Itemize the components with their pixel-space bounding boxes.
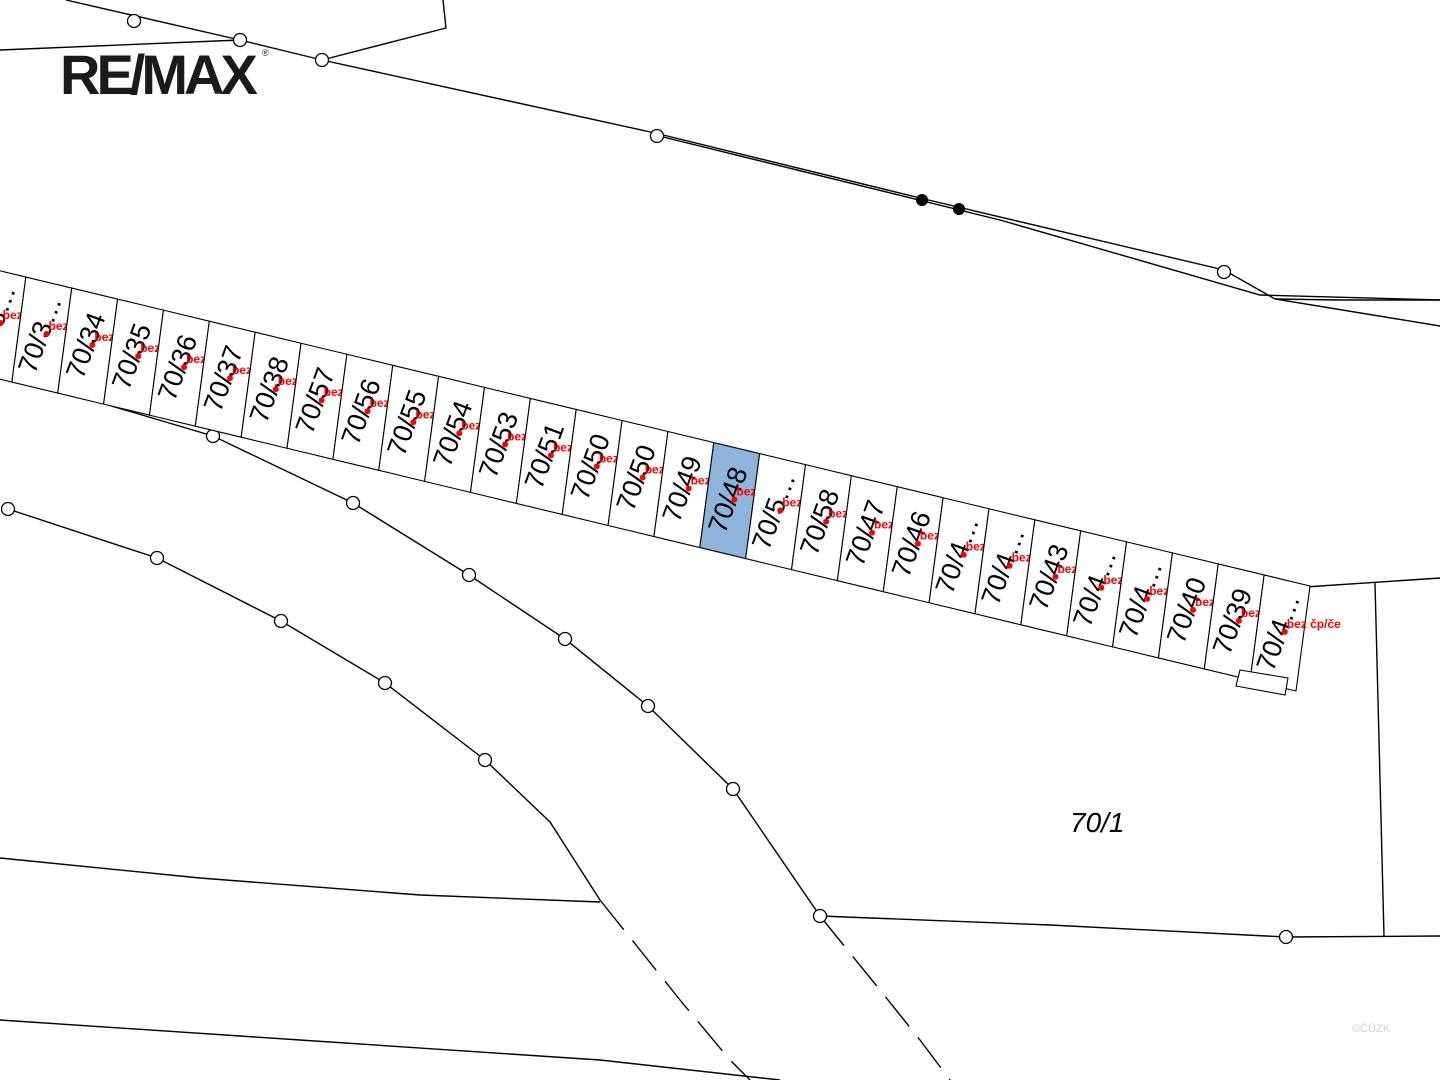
building-marker (1006, 562, 1013, 569)
building-marker (547, 452, 554, 459)
building-marker (0, 319, 4, 326)
building-marker (914, 540, 921, 547)
remax-logo: RE/MAX ® (60, 43, 269, 106)
building-marker (1235, 617, 1242, 624)
building-marker (318, 397, 325, 404)
building-marker (226, 375, 233, 382)
building-note: bez čp/če (1287, 617, 1341, 631)
building-marker (135, 353, 142, 360)
building-marker (89, 342, 96, 349)
building-marker (777, 507, 784, 514)
building-marker (1281, 628, 1288, 635)
building-marker (685, 485, 692, 492)
annex-plot[interactable] (1235, 669, 1289, 696)
building-marker (823, 518, 830, 525)
building-marker (272, 386, 279, 393)
building-marker (181, 364, 188, 371)
logo-registered: ® (262, 48, 269, 58)
building-marker (1052, 573, 1059, 580)
logo-text: RE/MAX (60, 43, 257, 106)
building-marker (456, 430, 463, 437)
building-marker (43, 331, 50, 337)
building-marker (502, 441, 509, 448)
building-marker (593, 463, 600, 470)
building-marker (1098, 584, 1105, 591)
building-marker (410, 419, 417, 426)
building-marker (1190, 606, 1197, 613)
parcel-plot[interactable] (1249, 574, 1311, 692)
survey-points (0, 13, 1294, 945)
building-marker (639, 474, 646, 481)
upper-boundaries (0, 0, 1440, 327)
building-marker (1144, 595, 1151, 602)
building-marker (869, 529, 876, 536)
building-marker (364, 408, 371, 415)
building-marker (731, 496, 738, 503)
building-marker (960, 551, 967, 558)
main-parcel-label[interactable]: 70/1 (1070, 807, 1125, 838)
watermark: ©ČÚZK (1352, 1022, 1391, 1035)
